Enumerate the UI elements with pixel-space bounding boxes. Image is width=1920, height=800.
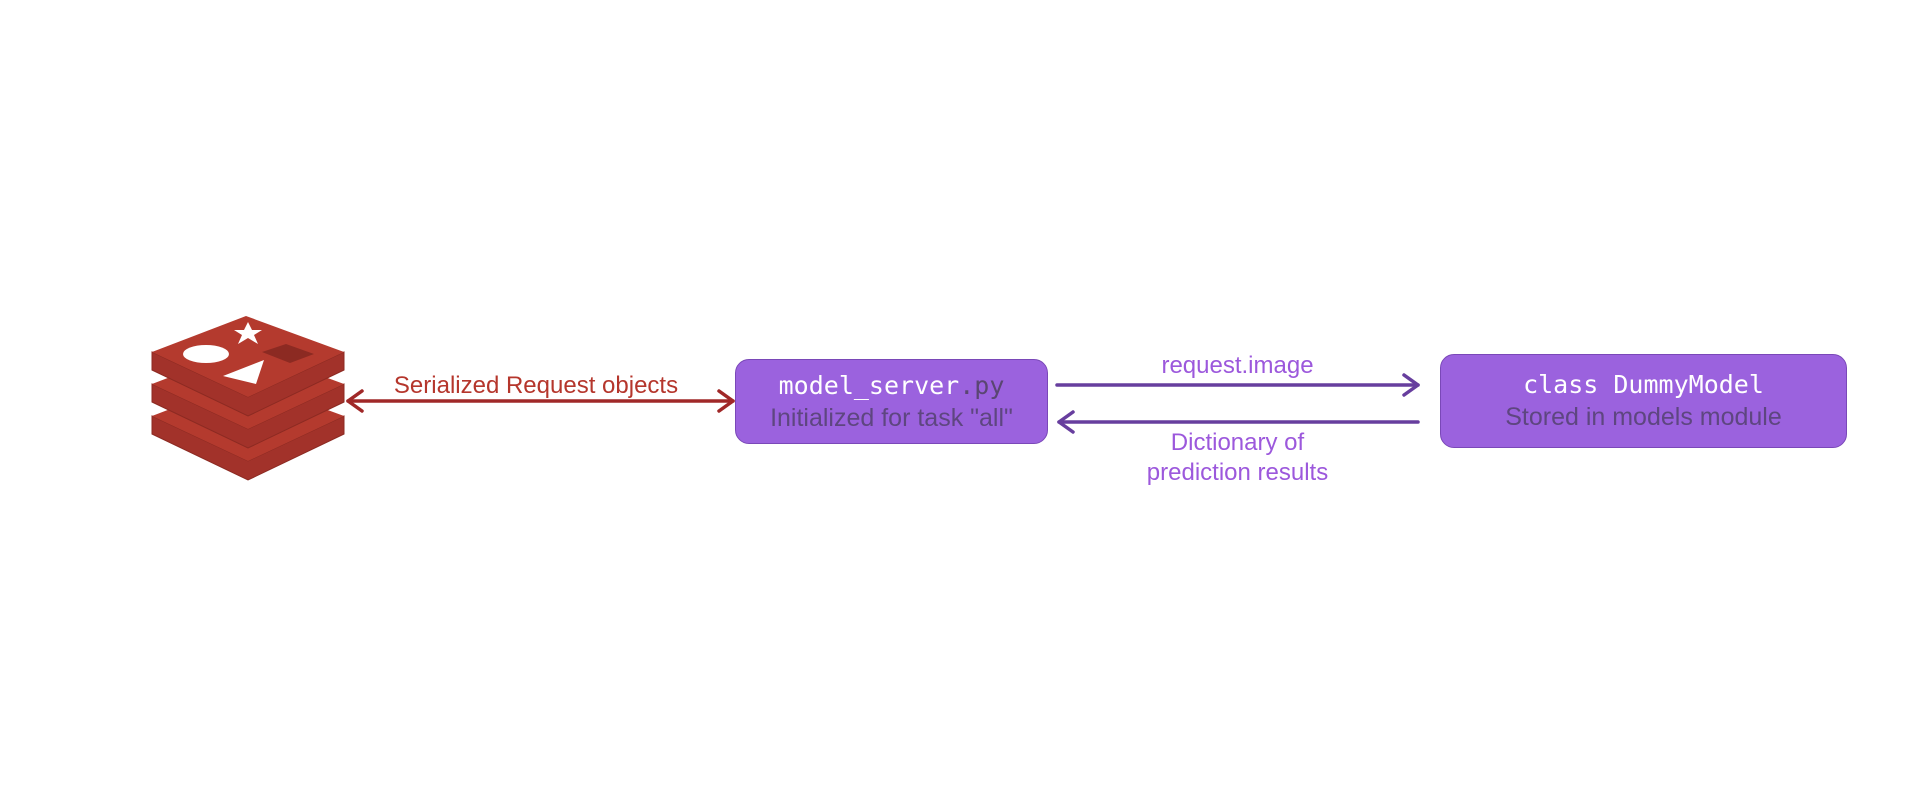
- redis-star-shape: [234, 322, 262, 344]
- redis-cube-shape: [262, 344, 314, 363]
- arrow-redis-server: [346, 389, 735, 413]
- arrow-model-to-server: [1057, 410, 1420, 434]
- edge-label-line-1: Dictionary of: [1170, 429, 1305, 456]
- dummy-model-subtitle: Stored in models module: [1505, 403, 1782, 431]
- model-server-extension: .py: [959, 370, 1005, 400]
- redis-triangle-shape: [223, 360, 264, 384]
- edge-label-request-image: request.image: [1161, 352, 1314, 379]
- edge-label-serialized-requests: Serialized Request objects: [393, 372, 679, 399]
- redis-stack-icon: [151, 316, 345, 481]
- model-server-title: model_server.py: [779, 371, 1005, 401]
- model-server-node: model_server.py Initialized for task "al…: [735, 359, 1048, 444]
- edge-label-line-2: prediction results: [1146, 459, 1329, 486]
- model-server-subtitle: Initialized for task "all": [770, 403, 1013, 432]
- arrow-server-to-model: [1055, 373, 1420, 397]
- dummy-model-title: class DummyModel: [1523, 370, 1764, 399]
- model-server-name: model_server: [778, 370, 960, 400]
- redis-ellipse-shape: [183, 345, 229, 363]
- redis-layer-top: [151, 316, 345, 417]
- dummy-model-node: class DummyModel Stored in models module: [1440, 354, 1847, 448]
- edge-label-prediction-results: Dictionary of prediction results: [1080, 428, 1395, 488]
